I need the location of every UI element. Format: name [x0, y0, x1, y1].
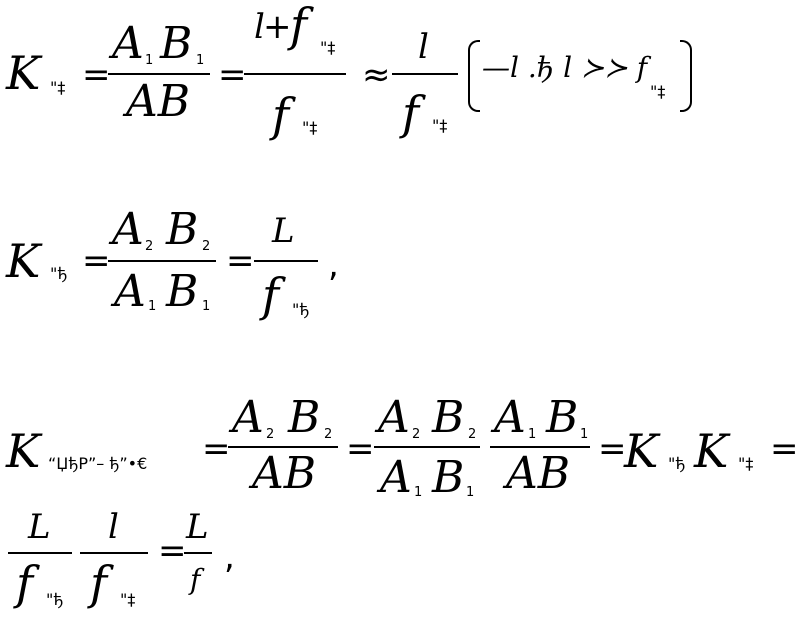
eq3-f-ok-sub: "ђ: [46, 590, 64, 609]
eq3-fraction-bar-6: [184, 552, 212, 554]
eq3-a1-sub: 1: [414, 485, 423, 500]
eq2-b2-sub: 2: [202, 239, 211, 254]
eq3-a2-sub: 2: [266, 427, 275, 442]
eq2-b1-sub: 1: [202, 299, 211, 314]
eq3-a2b: A: [378, 392, 410, 443]
eq3-b1c-sub: 1: [580, 427, 589, 442]
eq2-eq-1: =: [82, 241, 111, 281]
eq3-b1c: B: [546, 392, 579, 443]
eq3-b2b: B: [432, 392, 465, 443]
eq1-f-den: f: [272, 88, 290, 142]
eq1-k: K: [6, 46, 41, 100]
eq3-k-ob: K: [694, 424, 729, 478]
eq1-f-num-sub: "‡: [320, 38, 336, 57]
eq3-ab-2: AB: [506, 448, 571, 499]
eq2-a2-sub: 2: [145, 239, 154, 254]
eq2-l: L: [272, 211, 295, 251]
eq3-l-big: L: [28, 507, 51, 547]
eq2-a1-sub: 1: [148, 299, 157, 314]
eq1-f-num: f: [290, 0, 308, 52]
eq1-fraction-bar-3: [392, 73, 458, 75]
eq3-f-ob-sub: "‡: [120, 590, 136, 609]
eq1-l-num: l: [254, 7, 265, 47]
eq1-b1: B: [160, 18, 193, 69]
eq3-eq-4: =: [770, 429, 799, 469]
eq3-fraction-bar-4: [8, 552, 72, 554]
eq1-a1: A: [112, 18, 144, 69]
eq3-fraction-bar-1: [228, 446, 338, 448]
eq3-eq-3: =: [598, 429, 627, 469]
eq2-f: f: [262, 268, 280, 322]
eq3-fraction-bar-2: [374, 446, 480, 448]
eq3-f-ok: f: [16, 556, 34, 610]
eq3-eq-5: =: [158, 531, 187, 571]
eq1-approx: ≈: [362, 55, 391, 95]
eq3-b2: B: [288, 392, 321, 443]
eq2-b1: B: [166, 266, 199, 317]
eq3-f-final: f: [190, 563, 201, 596]
eq1-plus: +: [263, 7, 292, 47]
eq2-b2: B: [166, 204, 199, 255]
eq3-b2-sub: 2: [324, 427, 333, 442]
eq1-paren-content: —l .ђ l ≻≻ f: [482, 51, 648, 84]
eq3-eq-2: =: [346, 429, 375, 469]
eq3-a2: A: [232, 392, 264, 443]
eq3-a1c: A: [494, 392, 526, 443]
eq1-fraction-bar-2: [244, 73, 346, 75]
eq2-k: K: [6, 234, 41, 288]
eq1-left-paren: [468, 40, 480, 112]
eq3-k-ob-sub: "‡: [738, 454, 754, 473]
eq3-fraction-bar-5: [80, 552, 148, 554]
eq3-l-small: l: [108, 507, 119, 547]
eq1-eq-1: =: [82, 55, 111, 95]
eq3-k-ok-sub: "ђ: [668, 454, 686, 473]
eq1-eq-2: =: [218, 55, 247, 95]
eq3-a1: A: [380, 452, 412, 503]
eq3-comma: ,: [224, 537, 235, 577]
eq3-b1: B: [432, 452, 465, 503]
eq1-a1-sub: 1: [145, 53, 154, 68]
eq3-eq-1: =: [202, 429, 231, 469]
eq3-ab-1: AB: [252, 448, 317, 499]
eq1-ab: AB: [126, 76, 191, 127]
eq3-a1c-sub: 1: [528, 427, 537, 442]
eq3-b2b-sub: 2: [468, 427, 477, 442]
eq3-a2b-sub: 2: [412, 427, 421, 442]
eq1-l-frac: l: [418, 27, 429, 67]
eq2-fraction-bar-1: [108, 260, 216, 262]
eq1-k-sub: "‡: [50, 78, 66, 97]
eq1-f-den-sub: "‡: [302, 118, 318, 137]
eq3-l-final: L: [186, 507, 209, 547]
eq2-f-sub: "ђ: [292, 300, 310, 319]
eq2-a2: A: [112, 204, 144, 255]
eq3-b1-sub: 1: [466, 485, 475, 500]
eq1-b1-sub: 1: [196, 53, 205, 68]
eq3-fraction-bar-3: [490, 446, 590, 448]
eq1-paren-sub: "‡: [650, 82, 666, 101]
eq3-k: K: [6, 424, 41, 478]
eq2-fraction-bar-2: [254, 260, 318, 262]
eq2-k-sub: "ђ: [50, 264, 68, 283]
eq3-k-sub: “ЏђР”– ђ”•€: [48, 454, 148, 473]
eq2-comma: ,: [328, 245, 339, 285]
eq3-f-ob: f: [90, 556, 108, 610]
eq1-f-frac: f: [402, 86, 420, 140]
eq2-eq-2: =: [226, 241, 255, 281]
eq3-k-ok: K: [624, 424, 659, 478]
eq1-f-frac-sub: "‡: [432, 116, 448, 135]
eq2-a1: A: [114, 266, 146, 317]
eq1-fraction-bar-1: [108, 73, 210, 75]
eq1-right-paren: [680, 40, 692, 112]
